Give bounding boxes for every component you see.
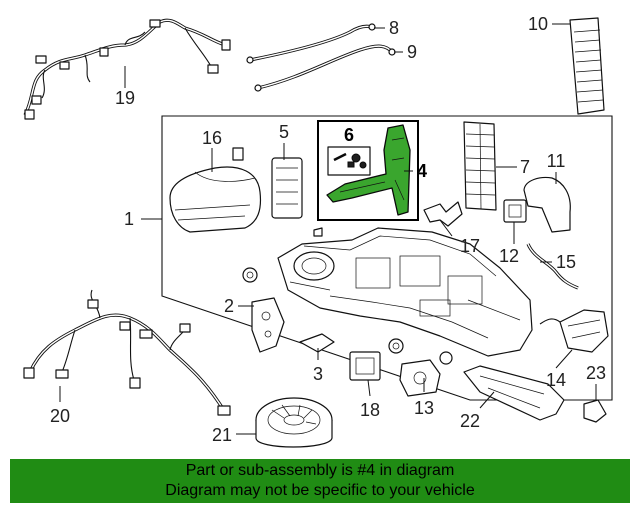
callout-7: 7 [520,157,530,177]
callout-12: 12 [499,246,519,266]
part-6-hardware [327,146,371,176]
highlight-box [317,120,419,221]
callout-21: 21 [212,425,232,445]
part-11-duct [523,176,571,233]
callout-9: 9 [407,42,417,62]
callout-3: 3 [313,364,323,384]
part-4-highlighted-assembly [326,124,411,216]
part-19-wire-harness [23,18,231,120]
banner-line-part-number: Part or sub-assembly is #4 in diagram [185,462,455,479]
notice-banner: Part or sub-assembly is #4 in diagram Di… [10,459,630,503]
part-13-bracket [388,338,453,397]
part-15-hose [526,243,579,290]
part-18-resistor [349,351,381,381]
callout-10: 10 [528,14,548,34]
part-8-tube [246,23,376,64]
callout-1: 1 [124,209,134,229]
callout-6: 6 [344,125,354,145]
callout-4: 4 [417,161,427,181]
part-16a-clip [232,147,244,161]
callout-20: 20 [50,406,70,426]
part-14-actuator [539,309,609,353]
part-23-clip [583,399,607,423]
callout-15: 15 [556,252,576,272]
banner-line-disclaimer: Diagram may not be specific to your vehi… [165,482,475,499]
callout-14: 14 [546,370,566,390]
callout-19: 19 [115,88,135,108]
part-screw [313,227,323,237]
part-grommet [242,267,258,283]
callout-2: 2 [224,296,234,316]
callout-5: 5 [279,122,289,142]
part-2-cover [251,297,285,353]
leader-lines [59,23,597,435]
callout-13: 13 [414,398,434,418]
part-7-evaporator [463,121,497,211]
part-17-bracket [423,201,463,227]
callout-8: 8 [389,18,399,38]
callout-11: 11 [547,151,566,171]
part-9-tube [254,44,396,92]
part-20-wire-harness [23,289,231,416]
callout-18: 18 [360,400,380,420]
callout-17: 17 [460,236,480,256]
part-5-actuator [271,157,303,219]
callout-numbers: 1 2 3 4 5 6 7 8 9 10 11 12 13 14 15 16 1… [50,14,606,445]
callout-22: 22 [460,411,480,431]
part-3-gasket [299,333,335,353]
part-10-heater-core [569,17,605,115]
part-16-housing [169,166,262,233]
callout-16: 16 [202,128,222,148]
part-21-blower-motor [255,397,333,448]
connector-shape [35,55,47,64]
callout-23: 23 [586,363,606,383]
hvac-main-housing [277,227,533,357]
part-12-sensor [503,199,527,223]
